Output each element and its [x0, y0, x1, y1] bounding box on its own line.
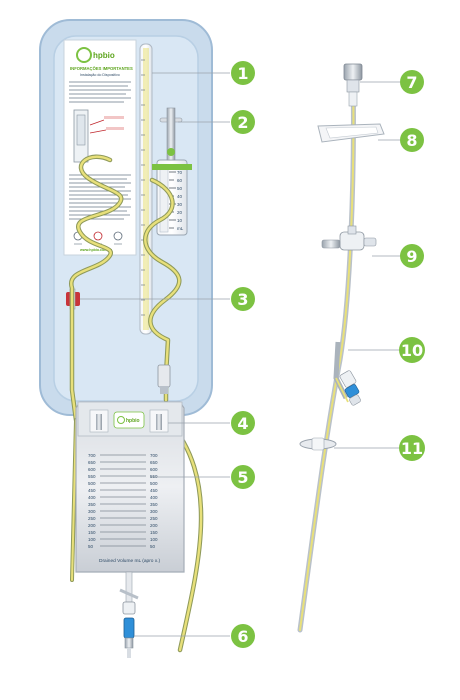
bag-scale-lines: [100, 454, 146, 547]
card-text-lines: [69, 81, 131, 220]
callout-number: 6: [237, 627, 248, 646]
bag-scale-right: 700 650 600 550 500 450 400 350 300 250 …: [150, 453, 158, 549]
callout-11: 11: [399, 435, 425, 461]
callout-6: 6: [231, 624, 255, 648]
y-connector-port: [333, 341, 361, 406]
bag-tick-label: 150: [88, 530, 96, 535]
callout-number: 8: [406, 131, 417, 150]
callout-number: 1: [237, 64, 248, 83]
bag-tick-label: 450: [150, 488, 158, 493]
bag-tick-label: 400: [150, 495, 158, 500]
connector-bag-top: [157, 364, 171, 394]
logo-text: hpbio: [93, 51, 115, 60]
catheter-assembly: [297, 63, 385, 633]
callout-number: 4: [237, 414, 248, 433]
bag-tick-label: 450: [88, 488, 96, 493]
callout-4: 4: [231, 411, 255, 435]
stopcock-valve: [321, 225, 377, 251]
chamber-scale: 70 60 50 40 30 20 10 mL: [177, 170, 184, 231]
callout-number: 3: [237, 290, 248, 309]
chamber-tick-label: 20: [177, 210, 183, 215]
chamber-tick-label: 30: [177, 202, 183, 207]
bag-tick-label: 600: [88, 467, 96, 472]
bag-tick-label: 200: [88, 523, 96, 528]
callout-10: 10: [399, 337, 425, 363]
bag-tick-label: 600: [150, 467, 158, 472]
bag-tick-label: 550: [88, 474, 96, 479]
callout-number: 5: [237, 468, 248, 487]
bag-tick-label: 500: [150, 481, 158, 486]
callout-5: 5: [231, 465, 255, 489]
graduated-column: [139, 43, 153, 335]
chamber-tick-label: 40: [177, 194, 183, 199]
callout-3: 3: [231, 287, 255, 311]
bag-scale-left: 700 650 600 550 500 450 400 350 300 250 …: [88, 453, 96, 549]
card-title: INFORMAÇÕES IMPORTANTES: [70, 66, 133, 71]
bag-logo: hpbio: [113, 411, 145, 429]
bag-tick-label: 700: [88, 453, 96, 458]
callout-number: 9: [406, 247, 417, 266]
callout-number: 2: [237, 113, 248, 132]
callout-9: 9: [400, 244, 424, 268]
chamber-tick-label: 50: [177, 186, 183, 191]
bag-tick-label: 100: [150, 537, 158, 542]
leader-lines: [80, 72, 400, 637]
card-footer-url: www.hpbio.com.br: [79, 248, 113, 252]
bag-tick-label: 150: [150, 530, 158, 535]
bag-tick-label: 250: [150, 516, 158, 521]
bag-logo-text: hpbio: [126, 418, 140, 424]
bag-tick-label: 50: [150, 544, 156, 549]
callout-7: 7: [400, 70, 424, 94]
card-setup-illustration: [73, 109, 124, 163]
bag-tick-label: 350: [150, 502, 158, 507]
bag-tick-label: 550: [150, 474, 158, 479]
logo: hpbio: [76, 47, 115, 63]
callout-8: 8: [400, 128, 424, 152]
bag-tick-label: 250: [88, 516, 96, 521]
bag-tick-label: 200: [150, 523, 158, 528]
bag-tick-label: 350: [88, 502, 96, 507]
drain-outlet: [119, 571, 139, 658]
fixation-disc: [299, 437, 337, 451]
bag-tick-label: 650: [88, 460, 96, 465]
card-subtitle: Instalação do Dispositivo: [80, 73, 120, 77]
chamber-tick-label: 70: [177, 170, 183, 175]
bag-tick-label: 500: [88, 481, 96, 486]
fixation-pad-top: [317, 123, 385, 143]
chamber-tick-label: 10: [177, 218, 183, 223]
luer-connector-top: [343, 63, 363, 107]
chamber-tick-label: 60: [177, 178, 183, 183]
callout-number: 10: [401, 341, 423, 360]
bag-tick-label: 100: [88, 537, 96, 542]
bag-tick-label: 700: [150, 453, 158, 458]
bag-caption: Drained Volume mL (apro x.): [99, 558, 161, 564]
callout-number: 7: [406, 73, 417, 92]
bag-tick-label: 650: [150, 460, 158, 465]
bag-tick-label: 300: [150, 509, 158, 514]
collection-bag: hpbio 700 650 600 550 500 450 400 350 30…: [75, 401, 185, 573]
callout-2: 2: [231, 110, 255, 134]
callout-1: 1: [231, 61, 255, 85]
bag-tick-label: 50: [88, 544, 94, 549]
bag-tick-label: 400: [88, 495, 96, 500]
callout-number: 11: [401, 439, 423, 458]
chamber-tick-label: mL: [177, 226, 184, 231]
bag-tick-label: 300: [88, 509, 96, 514]
instruction-card: hpbio INFORMAÇÕES IMPORTANTES Instalação…: [63, 39, 137, 256]
